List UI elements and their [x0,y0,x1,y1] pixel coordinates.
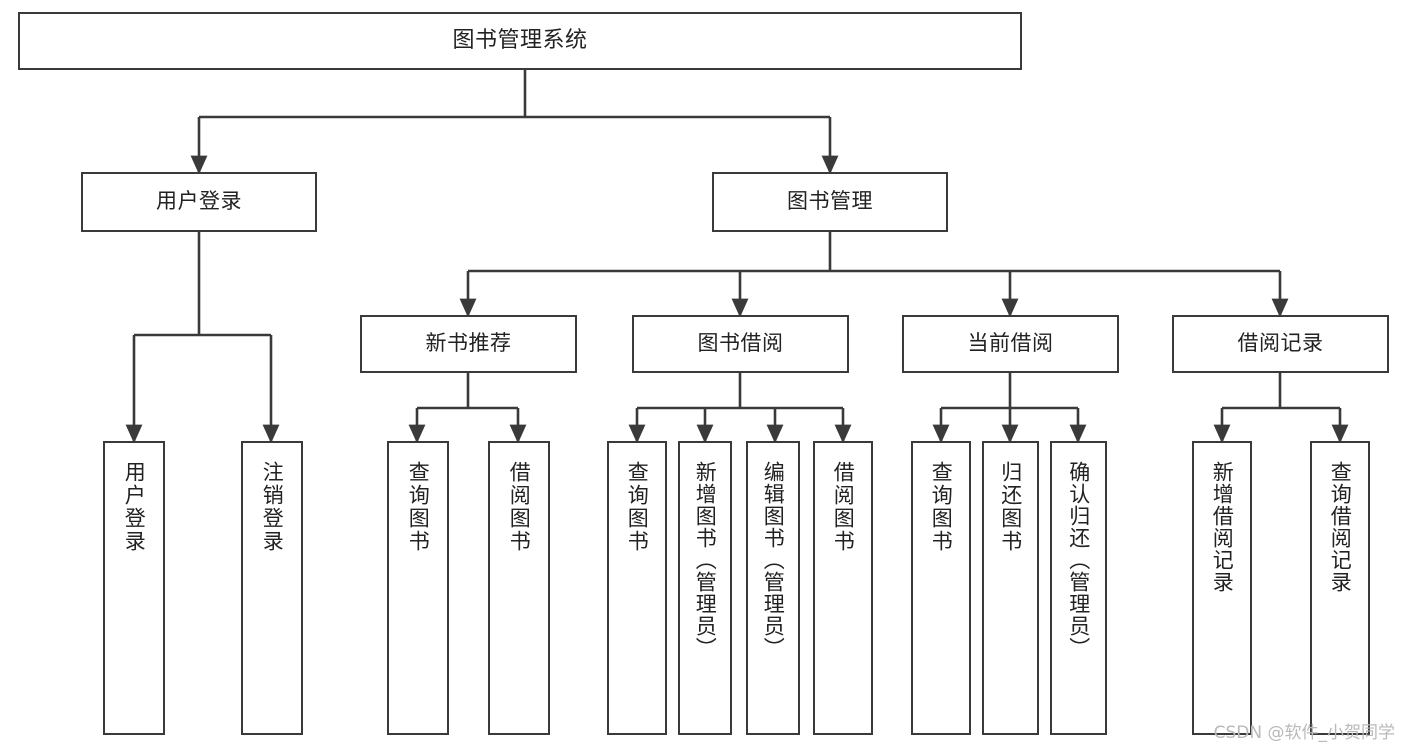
node-label: 新增图书（管理员） [693,461,718,659]
node-label: 归还图书 [998,461,1023,553]
node-current-borrow[interactable]: 当前借阅 [902,315,1119,373]
leaf-user-login[interactable]: 用户登录 [103,441,165,735]
node-label: 查询图书 [406,461,431,553]
watermark-text: CSDN @软件_小贺同学 [1213,723,1395,743]
node-label: 当前借阅 [967,331,1054,356]
node-book-management[interactable]: 图书管理 [712,172,948,232]
leaf-logout[interactable]: 注销登录 [241,441,303,735]
node-label: 图书管理系统 [452,27,588,53]
node-label: 新增借阅记录 [1210,461,1235,593]
node-label: 确认归还（管理员） [1066,461,1091,659]
node-label: 借阅图书 [507,461,532,553]
node-label: 借阅图书 [831,461,856,553]
leaf-bb-add-book-admin[interactable]: 新增图书（管理员） [678,441,732,735]
node-label: 查询借阅记录 [1328,461,1353,593]
leaf-bb-query-book[interactable]: 查询图书 [607,441,667,735]
node-label: 新书推荐 [425,331,512,356]
node-label: 用户登录 [122,461,147,553]
leaf-br-add-record[interactable]: 新增借阅记录 [1192,441,1252,735]
leaf-bb-edit-book-admin[interactable]: 编辑图书（管理员） [746,441,800,735]
node-label: 查询图书 [625,461,650,553]
node-label: 图书管理 [787,189,873,214]
leaf-cb-return-book[interactable]: 归还图书 [982,441,1039,735]
leaf-nb-query-book[interactable]: 查询图书 [387,441,449,735]
leaf-cb-confirm-return-admin[interactable]: 确认归还（管理员） [1050,441,1107,735]
node-borrow-record[interactable]: 借阅记录 [1172,315,1389,373]
node-label: 注销登录 [260,461,285,553]
node-label: 编辑图书（管理员） [761,461,786,659]
node-label: 用户登录 [156,189,242,214]
leaf-cb-query-book[interactable]: 查询图书 [911,441,971,735]
node-label: 借阅记录 [1237,331,1324,356]
node-user-login[interactable]: 用户登录 [81,172,317,232]
leaf-br-query-record[interactable]: 查询借阅记录 [1310,441,1370,735]
node-label: 查询图书 [929,461,954,553]
leaf-bb-borrow-book[interactable]: 借阅图书 [813,441,873,735]
node-new-book-recommend[interactable]: 新书推荐 [360,315,577,373]
node-book-borrow[interactable]: 图书借阅 [632,315,849,373]
node-label: 图书借阅 [697,331,784,356]
node-root-book-management-system[interactable]: 图书管理系统 [18,12,1022,70]
leaf-nb-borrow-book[interactable]: 借阅图书 [488,441,550,735]
